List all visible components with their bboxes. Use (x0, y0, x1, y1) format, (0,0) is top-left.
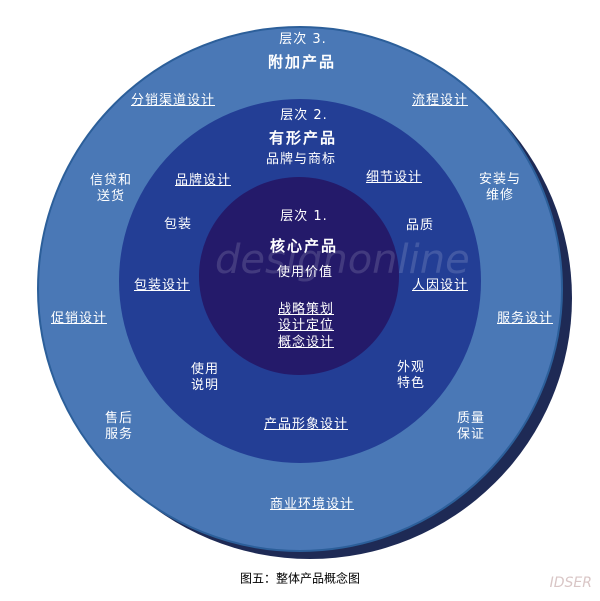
product-image-design-link[interactable]: 产品形象设计 (263, 417, 349, 432)
concept-link[interactable]: 概念设计 (277, 335, 335, 350)
appearance-label: 外观 特色 (396, 360, 426, 391)
level1-title: 层次 1. (280, 209, 328, 224)
positioning-link[interactable]: 设计定位 (277, 318, 335, 333)
process-design-link[interactable]: 流程设计 (411, 93, 469, 108)
watermark: designonline (215, 237, 470, 283)
corner-logo: IDSER (549, 575, 592, 591)
install-repair-label: 安装与 维修 (478, 172, 522, 203)
after-sales-label: 售后 服务 (104, 411, 134, 442)
inner-core (199, 177, 399, 375)
level2-subtitle: 品牌与商标 (265, 152, 337, 167)
quality-guarantee-label: 质量 保证 (456, 411, 486, 442)
level1-subtitle: 使用价值 (276, 265, 334, 280)
packaging-label: 包装 (163, 217, 193, 232)
level1-name: 核心产品 (269, 237, 339, 255)
distribution-design-link[interactable]: 分销渠道设计 (130, 93, 216, 108)
level3-title: 层次 3. (279, 32, 327, 47)
brand-design-link[interactable]: 品牌设计 (174, 173, 232, 188)
level3-name: 附加产品 (267, 53, 337, 71)
credit-delivery-label: 信贷和 送货 (89, 173, 133, 204)
figure-caption: 图五：整体产品概念图 (239, 571, 361, 586)
usage-manual-label: 使用 说明 (190, 362, 220, 393)
quality-label: 品质 (405, 218, 435, 233)
level2-title: 层次 2. (280, 108, 328, 123)
promotion-design-link[interactable]: 促销设计 (50, 311, 108, 326)
human-factors-design-link[interactable]: 人因设计 (411, 278, 469, 293)
detail-design-link[interactable]: 细节设计 (365, 170, 423, 185)
level2-name: 有形产品 (268, 129, 338, 147)
service-design-link[interactable]: 服务设计 (496, 311, 554, 326)
business-env-design-link[interactable]: 商业环境设计 (269, 497, 355, 512)
packaging-design-link[interactable]: 包装设计 (133, 278, 191, 293)
strategy-link[interactable]: 战略策划 (277, 302, 335, 317)
